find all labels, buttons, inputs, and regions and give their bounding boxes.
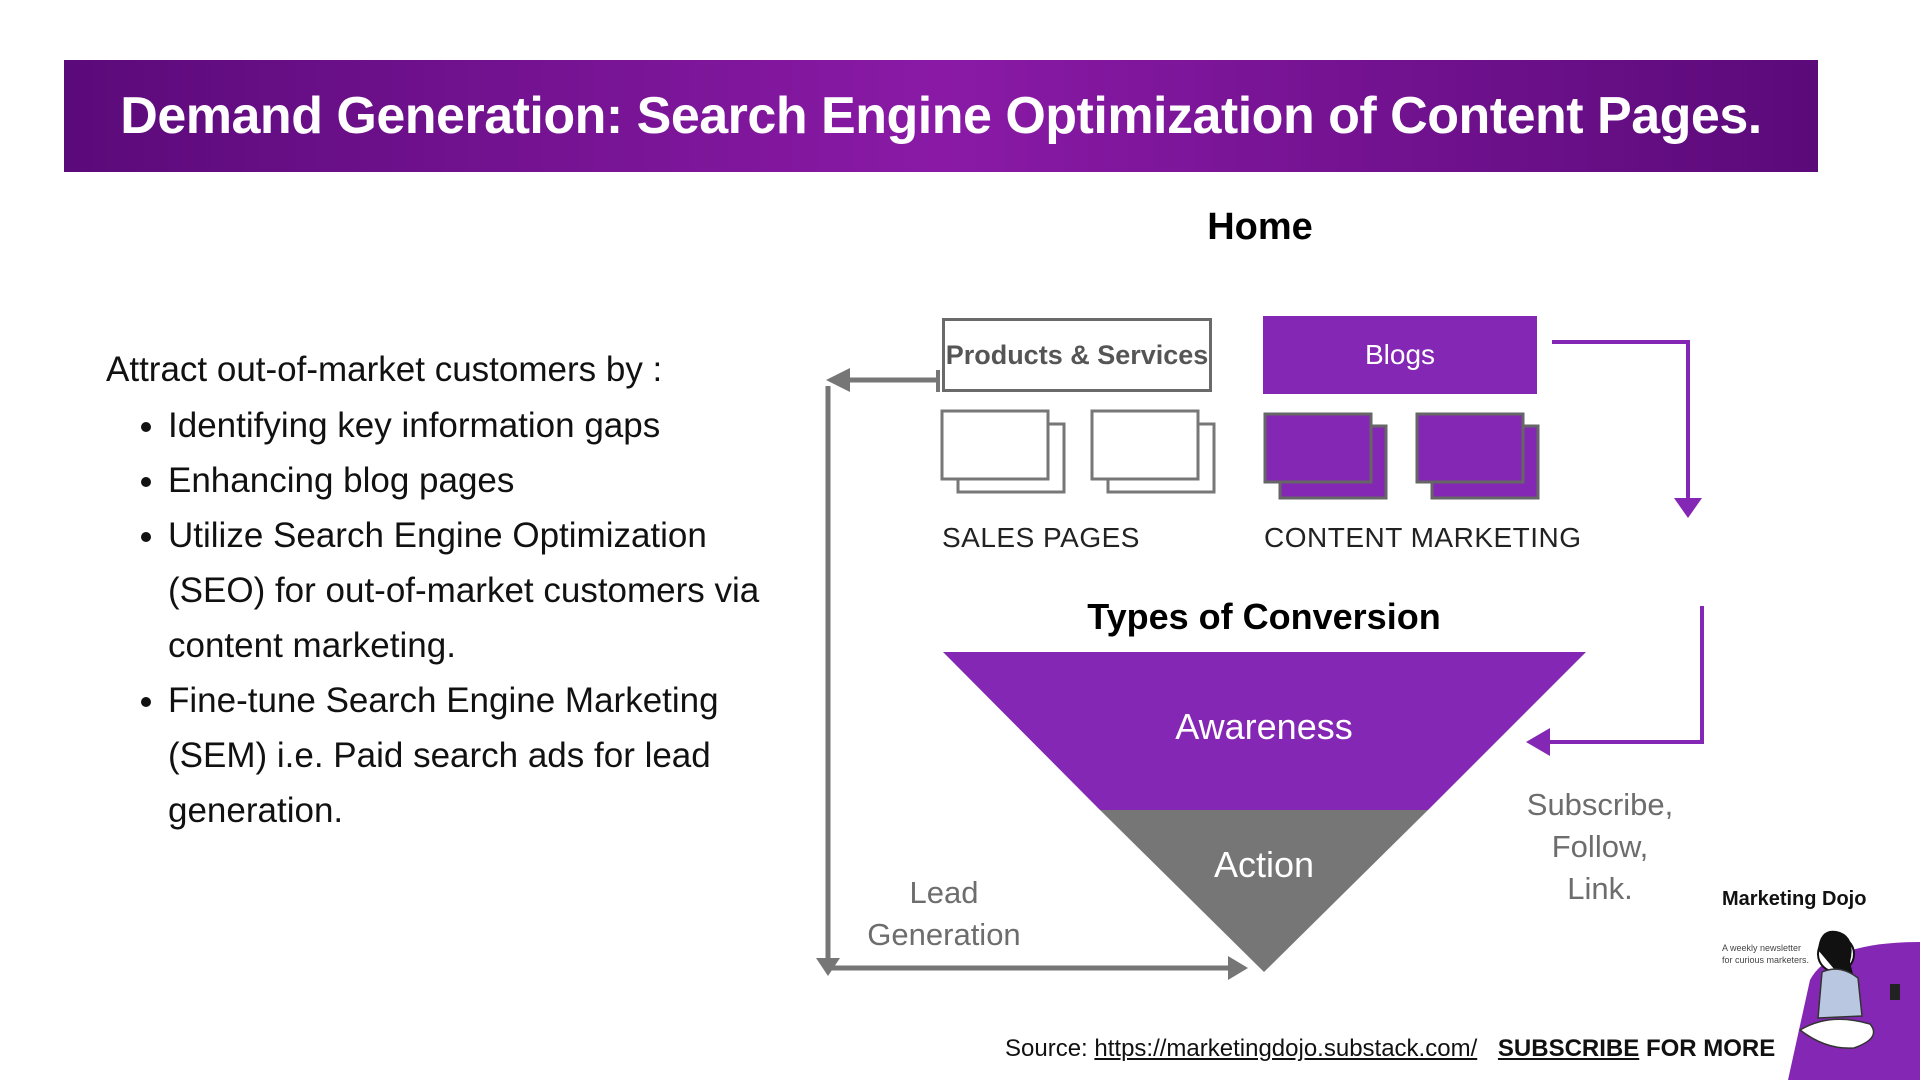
- arrow-right-icon: [1228, 956, 1248, 980]
- sales-page-icon: [1090, 409, 1216, 494]
- subscribe-line: Subscribe,: [1526, 787, 1674, 822]
- funnel-return-arrow: [1548, 606, 1704, 744]
- content-marketing-caption: CONTENT MARKETING: [1264, 522, 1582, 553]
- source-line: Source: https://marketingdojo.substack.c…: [1005, 1035, 1775, 1063]
- arrow-down-icon: [816, 958, 840, 976]
- brand-tagline: A weekly newsletter for curious marketer…: [1722, 943, 1810, 965]
- conversion-heading: Types of Conversion: [1087, 596, 1441, 637]
- subscribe-cta[interactable]: SUBSCRIBE FOR MORE: [1498, 1035, 1775, 1062]
- link-line: Link.: [1567, 871, 1633, 906]
- bullet-list: Identifying key information gaps Enhanci…: [134, 398, 768, 838]
- content-page-icon: [1415, 412, 1540, 500]
- lead-generation-text: Lead Generation: [844, 872, 1044, 956]
- awareness-label: Awareness: [1175, 706, 1353, 747]
- coffee-cup-icon: [1890, 984, 1900, 1000]
- subscribe-follow-link-text: Subscribe, Follow, Link.: [1500, 784, 1700, 910]
- list-item: Utilize Search Engine Optimization (SEO)…: [168, 508, 768, 673]
- products-services-box: Products & Services: [942, 318, 1212, 392]
- brand-name: Marketing Dojo: [1722, 888, 1867, 910]
- character-body-icon: [1817, 968, 1863, 1019]
- follow-line: Follow,: [1551, 829, 1649, 864]
- products-services-label: Products & Services: [945, 339, 1209, 370]
- generation-line: Generation: [867, 917, 1021, 952]
- list-item: Identifying key information gaps: [168, 398, 768, 453]
- blogs-label: Blogs: [1364, 339, 1436, 370]
- title-banner: Demand Generation: Search Engine Optimiz…: [64, 60, 1818, 172]
- list-item: Fine-tune Search Engine Marketing (SEM) …: [168, 673, 768, 838]
- awareness-funnel-section: [943, 652, 1586, 810]
- page-title: Demand Generation: Search Engine Optimiz…: [120, 87, 1762, 145]
- action-label: Action: [1213, 844, 1315, 885]
- lead-line: Lead: [909, 875, 979, 910]
- sales-page-icon: [940, 409, 1066, 494]
- blogs-flow-arrow: [1552, 340, 1690, 500]
- home-heading: Home: [1207, 206, 1313, 248]
- arrow-down-icon: [1674, 498, 1702, 518]
- source-label: Source:: [1005, 1035, 1088, 1062]
- brand-illustration: [1788, 930, 1920, 1080]
- sales-pages-caption: SALES PAGES: [942, 522, 1140, 553]
- arrow-left-icon: [1526, 728, 1550, 756]
- blogs-box: Blogs: [1263, 316, 1537, 394]
- list-item: Enhancing blog pages: [168, 453, 768, 508]
- subscribe-word[interactable]: SUBSCRIBE: [1497, 1035, 1640, 1062]
- source-link[interactable]: https://marketingdojo.substack.com/: [1094, 1035, 1478, 1062]
- character-legs-icon: [1798, 1018, 1875, 1049]
- content-page-icon: [1263, 412, 1388, 500]
- intro-text: Attract out-of-market customers by :: [106, 350, 663, 389]
- arrow-left-icon: [826, 368, 850, 392]
- subscribe-rest[interactable]: FOR MORE: [1645, 1035, 1776, 1062]
- action-funnel-section: [1100, 810, 1428, 972]
